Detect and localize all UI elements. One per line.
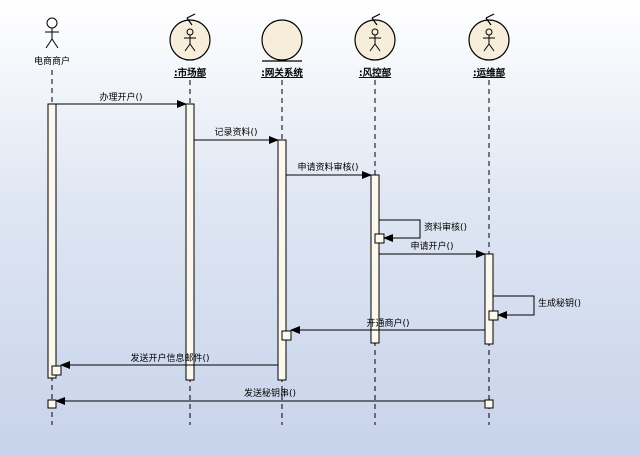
control-object-icon bbox=[169, 13, 211, 61]
message-data-review[interactable]: 资料审核() bbox=[379, 219, 467, 242]
message-record-data-label: 记录资料() bbox=[214, 126, 257, 138]
participant-ops-label: :运维部 bbox=[473, 67, 506, 79]
participant-risk[interactable]: :风控部 bbox=[354, 13, 396, 79]
entity-object-icon bbox=[261, 19, 303, 62]
activation-risk-self[interactable] bbox=[374, 233, 385, 244]
message-record-data[interactable]: 记录资料() bbox=[194, 126, 279, 144]
message-send-key[interactable]: 发送秘钥串() bbox=[55, 387, 485, 405]
message-generate-key-label: 生成秘钥() bbox=[538, 297, 581, 309]
message-data-review-label: 资料审核() bbox=[424, 221, 467, 233]
message-generate-key[interactable]: 生成秘钥() bbox=[493, 295, 581, 319]
stick-figure-icon bbox=[45, 17, 59, 49]
message-apply-open-label: 申请开户() bbox=[410, 240, 453, 252]
message-send-email-label: 发送开户信息邮件() bbox=[130, 352, 209, 364]
participant-market-label: :市场部 bbox=[174, 67, 207, 79]
activation-gateway-return[interactable] bbox=[281, 330, 292, 341]
activation-merchant[interactable] bbox=[47, 103, 57, 379]
activation-risk[interactable] bbox=[370, 174, 380, 344]
message-open-account[interactable]: 办理开户() bbox=[56, 91, 187, 108]
message-apply-review-label: 申请资料审核() bbox=[297, 161, 358, 173]
message-open-account-label: 办理开户() bbox=[99, 91, 142, 103]
message-send-key-label: 发送秘钥串() bbox=[244, 387, 296, 399]
message-enable-merchant[interactable]: 开通商户() bbox=[290, 317, 485, 334]
message-enable-merchant-label: 开通商户() bbox=[366, 317, 409, 329]
actor-merchant-label: 电商商户 bbox=[34, 55, 70, 67]
activation-ops-final[interactable] bbox=[484, 399, 494, 409]
message-send-email[interactable]: 发送开户信息邮件() bbox=[60, 352, 278, 369]
participant-gateway[interactable]: :网关系统 bbox=[261, 19, 303, 79]
participant-market[interactable]: :市场部 bbox=[169, 13, 211, 79]
participant-gateway-label: :网关系统 bbox=[261, 67, 303, 79]
activation-merchant-final[interactable] bbox=[47, 399, 57, 409]
participant-risk-label: :风控部 bbox=[359, 67, 392, 79]
activation-merchant-return[interactable] bbox=[51, 365, 62, 376]
activation-ops[interactable] bbox=[484, 253, 494, 345]
message-apply-open[interactable]: 申请开户() bbox=[379, 240, 486, 258]
activation-gateway[interactable] bbox=[277, 139, 287, 381]
control-object-icon bbox=[354, 13, 396, 61]
participant-ops[interactable]: :运维部 bbox=[468, 13, 510, 79]
activation-ops-self[interactable] bbox=[488, 310, 499, 321]
actor-merchant[interactable]: 电商商户 bbox=[34, 17, 70, 67]
activation-market[interactable] bbox=[185, 103, 195, 381]
control-object-icon bbox=[468, 13, 510, 61]
message-apply-review[interactable]: 申请资料审核() bbox=[286, 161, 372, 179]
